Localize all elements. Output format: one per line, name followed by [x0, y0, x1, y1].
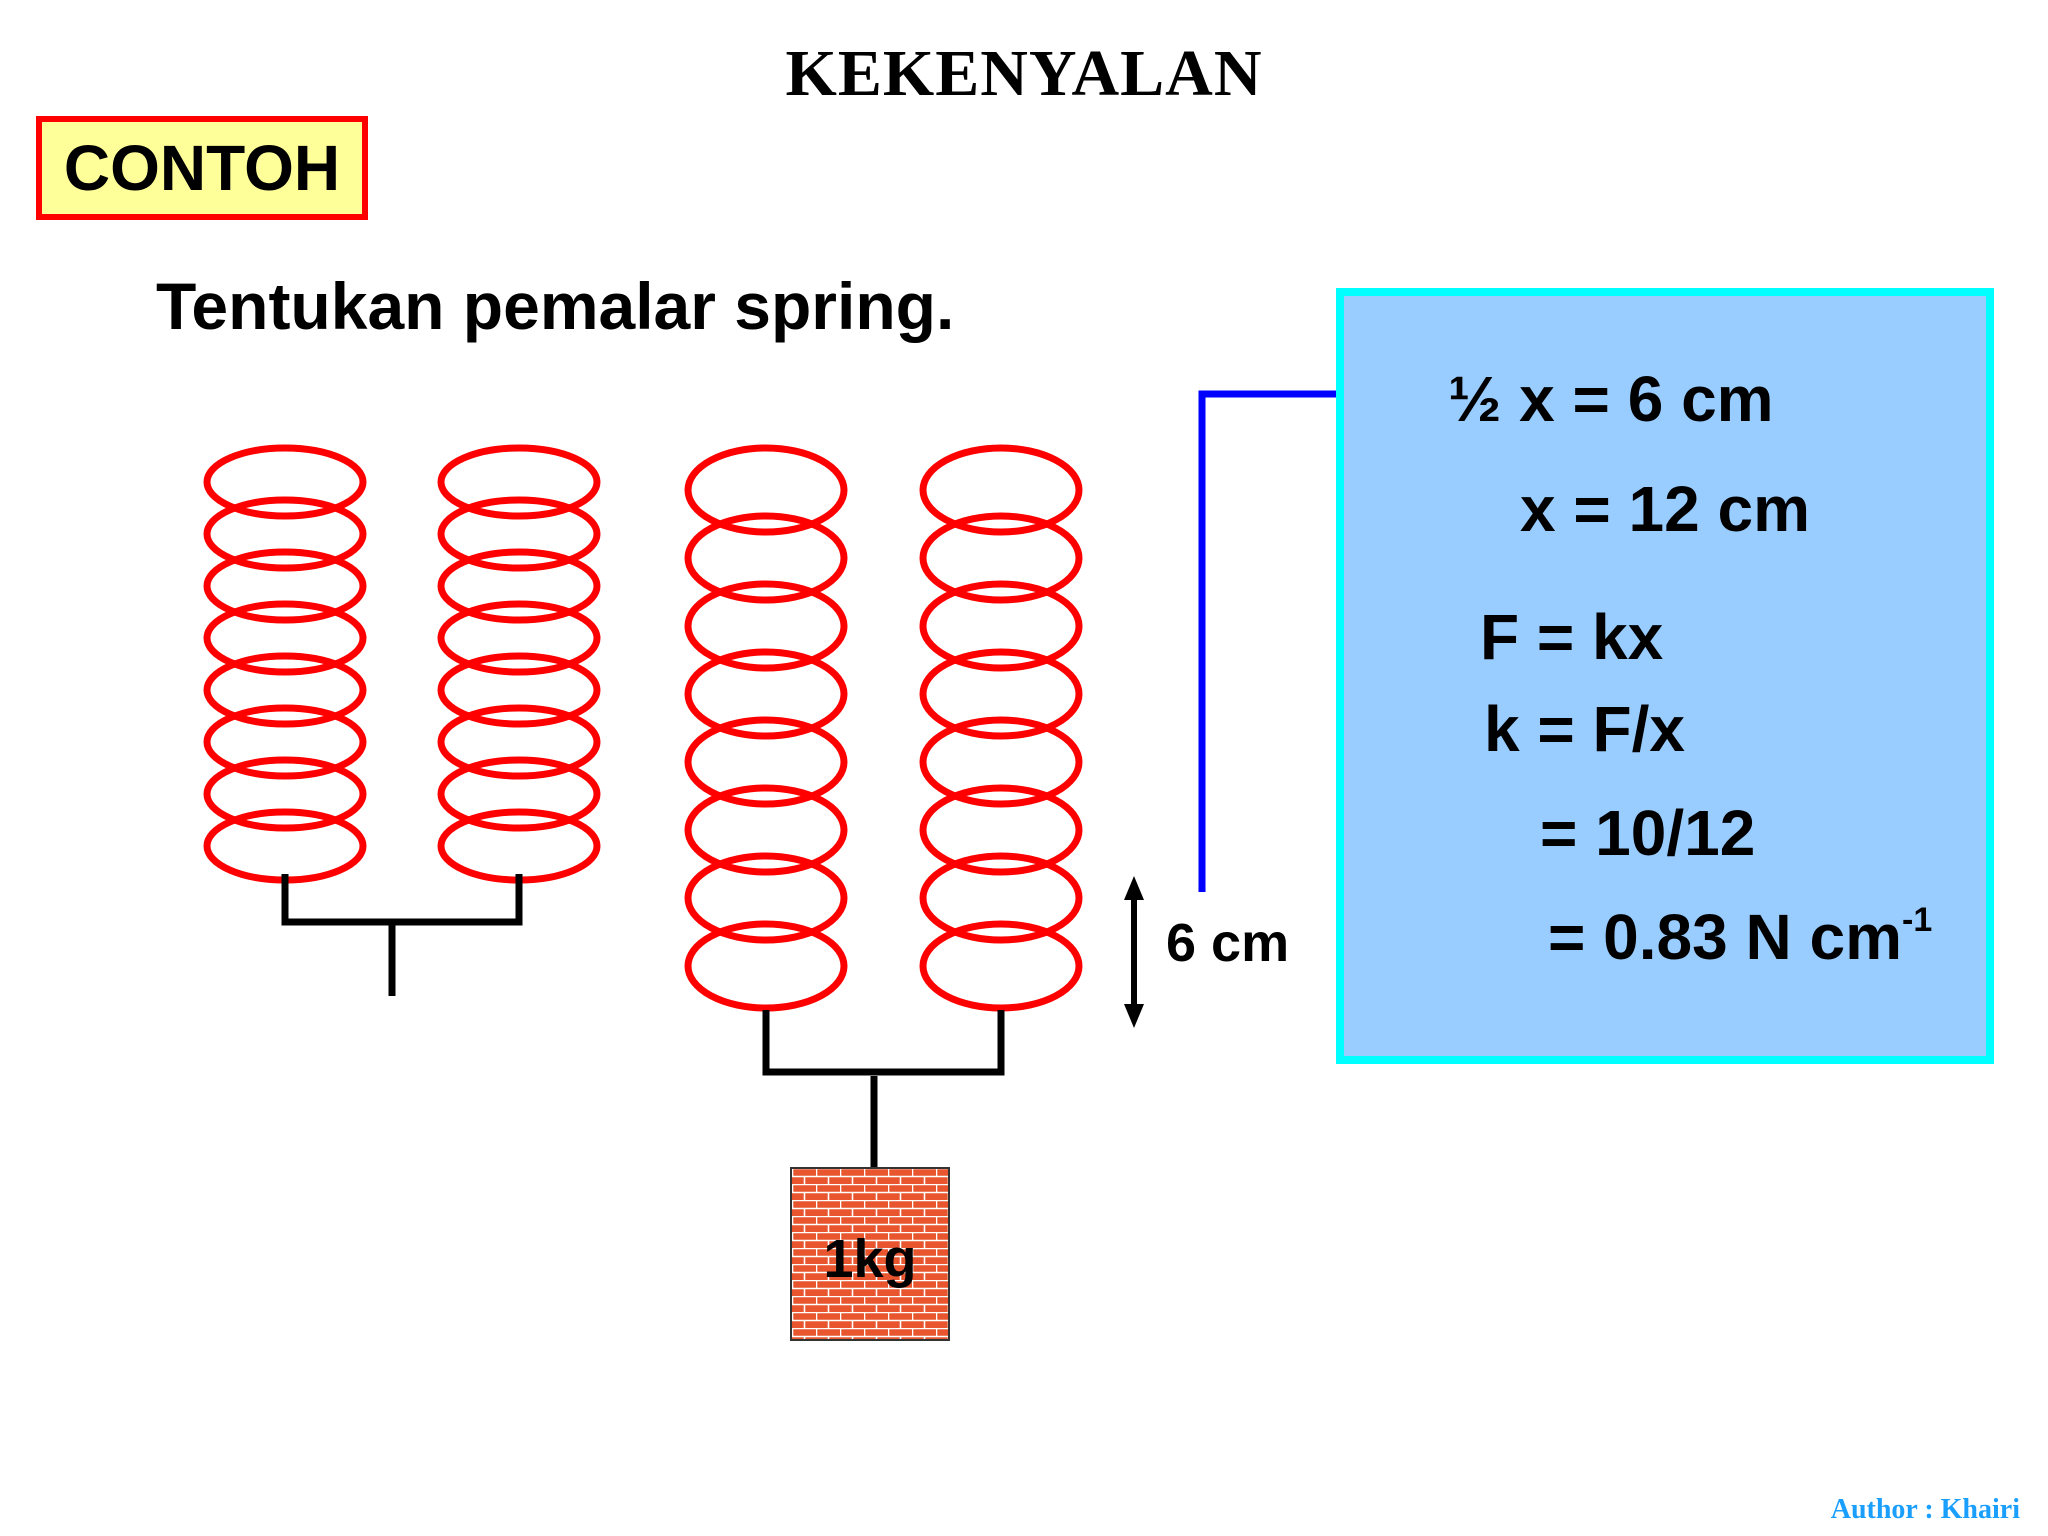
- spring-coil: [919, 444, 1083, 536]
- spring-coil: [919, 716, 1083, 808]
- spring-coil: [437, 808, 601, 884]
- mass-label: 1kg: [823, 1229, 917, 1289]
- spring-coil: [919, 852, 1083, 944]
- solution-box: ½ x = 6 cm x = 12 cm F = kx k = F/x = 10…: [1336, 288, 1994, 1064]
- unstretched-spring-right: [437, 444, 601, 884]
- stretched-spring-hanger: [762, 1010, 1005, 1168]
- spring-coil: [437, 548, 601, 624]
- spring-coil: [919, 580, 1083, 672]
- solution-line-hooke-law: F = kx: [1480, 601, 1664, 673]
- solution-line-half-x: ½ x = 6 cm: [1448, 363, 1774, 435]
- spring-coil: [203, 704, 367, 780]
- spring-coil: [437, 444, 601, 520]
- spring-coil: [437, 704, 601, 780]
- spring-coil: [437, 756, 601, 832]
- spring-coil: [203, 808, 367, 884]
- spring-coil: [684, 648, 848, 740]
- spring-coil: [919, 648, 1083, 740]
- spring-coil: [437, 496, 601, 572]
- solution-line-result: = 0.83 N cm-1: [1548, 900, 1932, 974]
- extension-double-arrow: [1124, 876, 1144, 1028]
- result-value: = 0.83 N cm: [1548, 901, 1902, 973]
- solution-line-x: x = 12 cm: [1520, 473, 1810, 545]
- spring-coil: [203, 652, 367, 728]
- spring-coil: [437, 652, 601, 728]
- slide-title: KEKENYALAN: [785, 37, 1263, 110]
- question-text: Tentukan pemalar spring.: [156, 269, 955, 343]
- spring-coil: [684, 852, 848, 944]
- extension-label: 6 cm: [1166, 913, 1290, 973]
- solution-line-substitution: = 10/12: [1540, 797, 1756, 869]
- spring-coil: [203, 600, 367, 676]
- stretched-spring-left: [684, 444, 848, 1012]
- example-badge-label: CONTOH: [63, 132, 341, 204]
- spring-coil: [919, 512, 1083, 604]
- spring-coil: [684, 512, 848, 604]
- spring-coil: [203, 496, 367, 572]
- spring-coil: [684, 444, 848, 536]
- unstretched-spring-hanger: [281, 874, 523, 996]
- spring-coil: [437, 600, 601, 676]
- spring-coil: [684, 580, 848, 672]
- spring-coil: [919, 920, 1083, 1012]
- unstretched-spring-left: [203, 444, 367, 884]
- spring-coil: [684, 920, 848, 1012]
- spring-coil: [203, 548, 367, 624]
- spring-coil: [203, 444, 367, 520]
- stretched-spring-right: [919, 444, 1083, 1012]
- solution-line-k-formula: k = F/x: [1484, 693, 1685, 765]
- example-badge: CONTOH: [36, 116, 368, 220]
- author-credit: Author : Khairi: [1830, 1494, 2020, 1525]
- spring-coil: [684, 716, 848, 808]
- spring-coil: [203, 756, 367, 832]
- spring-coil: [684, 784, 848, 876]
- result-exponent: -1: [1902, 900, 1933, 939]
- mass-block: [790, 1167, 950, 1341]
- spring-coil: [919, 784, 1083, 876]
